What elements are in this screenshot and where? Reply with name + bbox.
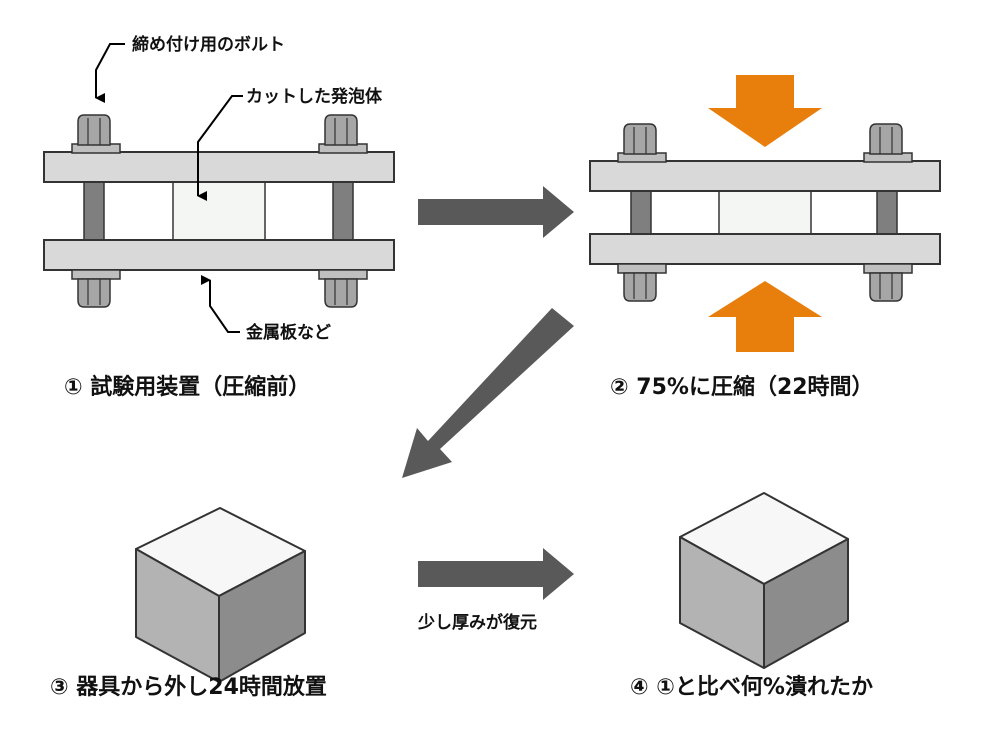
- press-arrow-up-icon: [708, 281, 822, 352]
- bolt-callout-line: [95, 43, 125, 103]
- flow-arrow-diagonal-icon: [402, 308, 574, 478]
- metal-plate-top: [43, 151, 395, 183]
- plate-annotation: 金属板など: [245, 322, 331, 343]
- foam-cube-recovered: [679, 492, 849, 669]
- bolt-nut-top-left: [617, 123, 667, 163]
- bolt-shaft-right: [876, 189, 898, 237]
- step-4-caption: ④ ①と比べ何%潰れたか: [630, 674, 873, 700]
- foam-cube-released: [135, 507, 306, 683]
- bolt-shaft-left: [630, 189, 652, 237]
- bolt-shaft-right: [332, 179, 354, 243]
- apparatus-before-compression: [43, 43, 395, 333]
- foam-callout-line: [197, 95, 243, 201]
- recovery-arrow-label: 少し厚みが復元: [417, 612, 537, 633]
- foam-annotation: カットした発泡体: [246, 86, 383, 107]
- step-3-caption: ③ 器具から外し24時間放置: [50, 674, 327, 700]
- step-2-caption: ② 75%に圧縮（22時間）: [610, 374, 874, 400]
- bolt-nut-top-left: [71, 114, 121, 154]
- bolt-annotation: 締め付け用のボルト: [132, 34, 285, 55]
- step-1-caption: ① 試験用装置（圧縮前）: [64, 374, 310, 400]
- metal-plate-bottom: [589, 233, 941, 265]
- bolt-nut-bottom-left: [617, 263, 667, 302]
- foam-sample: [172, 181, 266, 241]
- flow-arrow-right-top-icon: [418, 186, 574, 238]
- flow-arrow-right-bottom-icon: [418, 548, 574, 600]
- apparatus-compressed: [589, 75, 941, 352]
- bolt-nut-top-right: [318, 114, 368, 154]
- bolt-nut-bottom-right: [863, 263, 913, 302]
- press-arrow-down-icon: [708, 75, 822, 147]
- foam-sample-compressed: [718, 189, 812, 237]
- bolt-nut-top-right: [863, 123, 913, 163]
- bolt-nut-bottom-right: [318, 269, 368, 308]
- metal-plate-top: [589, 160, 941, 192]
- bolt-shaft-left: [83, 179, 105, 243]
- bolt-nut-bottom-left: [71, 269, 121, 308]
- metal-plate-bottom: [43, 239, 395, 271]
- plate-callout-line: [201, 275, 240, 333]
